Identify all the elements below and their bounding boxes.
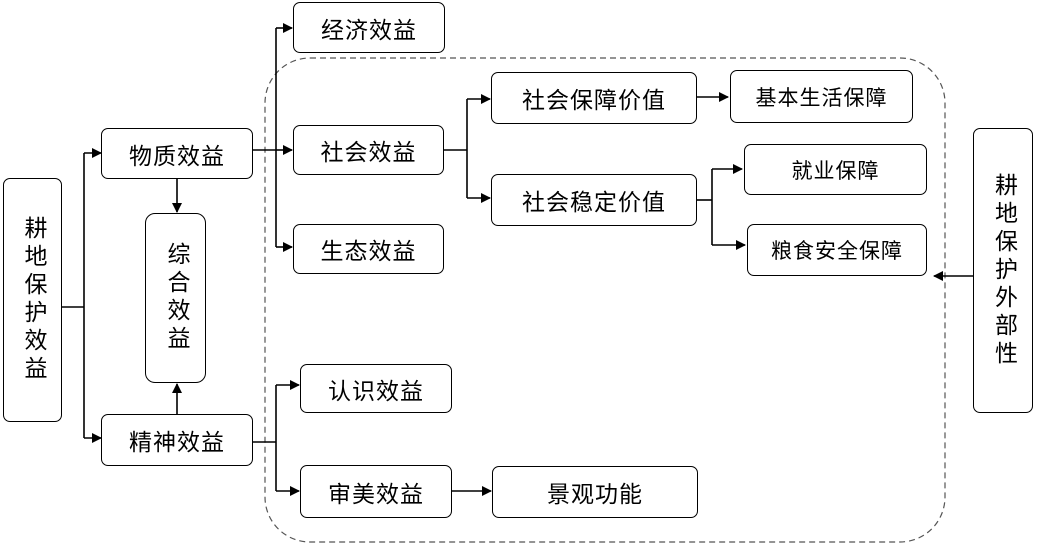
node-aesthetic-benefit-label: 审美效益 (328, 481, 424, 508)
node-social-benefit-label: 社会效益 (320, 140, 417, 166)
node-spiritual-benefit-label: 精神效益 (129, 430, 225, 456)
node-cognitive-benefit: 认识效益 (300, 364, 452, 413)
node-basic-living-security: 基本生活保障 (730, 70, 913, 123)
node-social-security-value-label: 社会保障价值 (522, 88, 666, 114)
node-farmland-protection-externality: 耕地保护外部性 (973, 128, 1033, 413)
node-economic-benefit-label: 经济效益 (321, 17, 417, 44)
node-employment-security-label: 就业保障 (791, 158, 880, 183)
node-social-security-value: 社会保障价值 (491, 72, 697, 124)
node-material-benefit: 物质效益 (101, 128, 253, 179)
node-comprehensive-benefit-label: 综合效益 (163, 242, 189, 354)
node-farmland-protection-benefit: 耕地保护效益 (3, 178, 62, 422)
node-ecological-benefit: 生态效益 (293, 224, 444, 274)
node-food-security: 粮食安全保障 (747, 224, 927, 276)
node-landscape-function-label: 景观功能 (547, 482, 643, 508)
node-employment-security: 就业保障 (744, 144, 927, 195)
node-social-stability-value: 社会稳定价值 (491, 174, 697, 226)
node-aesthetic-benefit: 审美效益 (300, 465, 452, 518)
node-food-security-label: 粮食安全保障 (771, 239, 903, 263)
node-basic-living-security-label: 基本生活保障 (755, 85, 888, 110)
node-social-benefit: 社会效益 (293, 125, 444, 175)
node-landscape-function: 景观功能 (492, 466, 698, 518)
node-economic-benefit: 经济效益 (293, 2, 445, 53)
node-farmland-protection-benefit-label: 耕地保护效益 (20, 216, 46, 384)
externality-region (264, 57, 946, 543)
node-material-benefit-label: 物质效益 (129, 143, 225, 170)
node-comprehensive-benefit: 综合效益 (145, 213, 206, 383)
node-ecological-benefit-label: 生态效益 (320, 239, 417, 265)
node-spiritual-benefit: 精神效益 (101, 414, 253, 466)
node-cognitive-benefit-label: 认识效益 (328, 378, 424, 405)
node-social-stability-value-label: 社会稳定价值 (522, 190, 666, 216)
node-farmland-protection-externality-label: 耕地保护外部性 (990, 172, 1017, 369)
